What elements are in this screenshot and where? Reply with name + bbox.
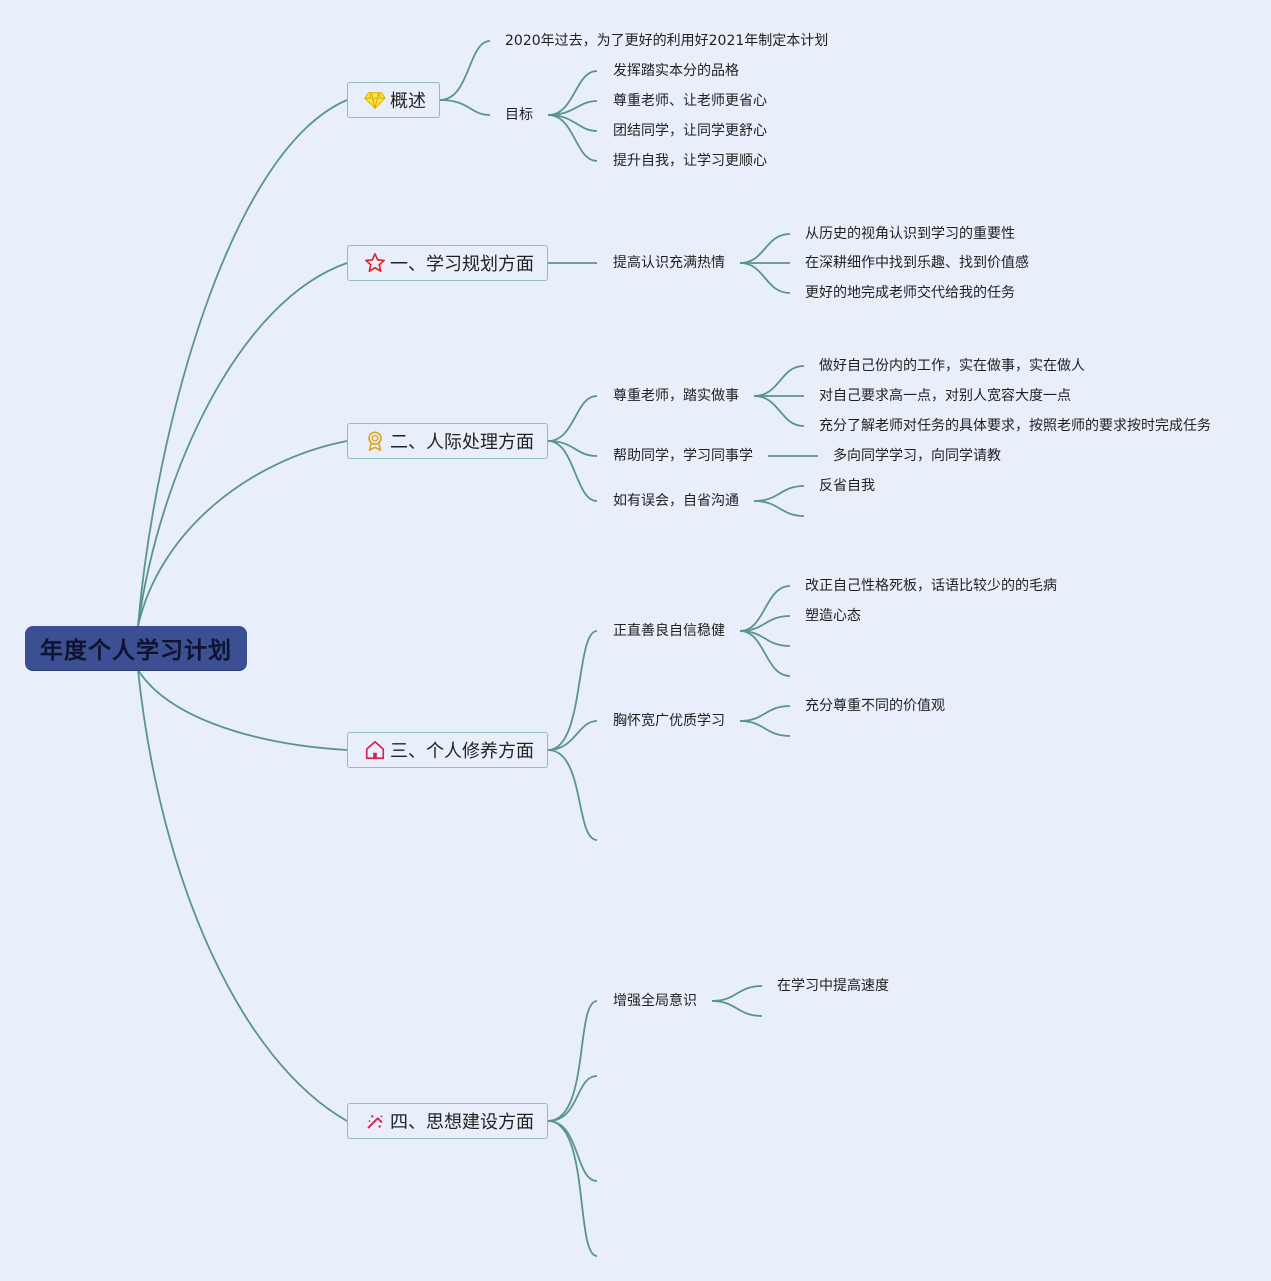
root-topic[interactable]: 年度个人学习计划 (25, 626, 247, 670)
star-icon (362, 250, 388, 276)
leaf-item[interactable]: 在深耕细作中找到乐趣、找到价值感 (805, 255, 1029, 271)
subtopic[interactable]: 尊重老师，踏实做事 (613, 388, 739, 404)
subtopic[interactable]: 增强全局意识 (613, 993, 697, 1009)
goal-item[interactable]: 团结同学，让同学更舒心 (613, 123, 767, 139)
diamond-icon (362, 87, 388, 113)
topic-overview-label: 概述 (390, 91, 426, 112)
topic-ideology[interactable]: 四、思想建设方面 (347, 1103, 548, 1139)
leaf-item[interactable]: 改正自己性格死板，话语比较少的的毛病 (805, 578, 1057, 594)
magic-wand-icon (362, 1108, 388, 1134)
topic-interpersonal[interactable]: 二、人际处理方面 (347, 423, 548, 459)
topic-study-planning[interactable]: 一、学习规划方面 (347, 245, 548, 281)
overview-intro[interactable]: 2020年过去，为了更好的利用好2021年制定本计划 (505, 33, 829, 49)
topic-self-cultivation-label: 三、个人修养方面 (390, 741, 534, 762)
goal-item[interactable]: 发挥踏实本分的品格 (613, 63, 739, 79)
goal-item[interactable]: 尊重老师、让老师更省心 (613, 93, 767, 109)
leaf-item[interactable]: 塑造心态 (805, 608, 861, 624)
leaf-item[interactable]: 更好的地完成老师交代给我的任务 (805, 285, 1015, 301)
leaf-item[interactable]: 从历史的视角认识到学习的重要性 (805, 226, 1015, 242)
subtopic[interactable]: 正直善良自信稳健 (613, 623, 725, 639)
subtopic[interactable]: 提高认识充满热情 (613, 255, 725, 271)
topic-overview[interactable]: 概述 (347, 82, 440, 118)
topic-ideology-label: 四、思想建设方面 (390, 1112, 534, 1133)
leaf-item[interactable]: 充分尊重不同的价值观 (805, 698, 945, 714)
goal-node[interactable]: 目标 (505, 107, 533, 123)
leaf-item[interactable]: 充分了解老师对任务的具体要求，按照老师的要求按时完成任务 (819, 418, 1211, 434)
topic-interpersonal-label: 二、人际处理方面 (390, 432, 534, 453)
leaf-item[interactable]: 在学习中提高速度 (777, 978, 889, 994)
subtopic[interactable]: 帮助同学，学习同事学 (613, 448, 753, 464)
topic-study-planning-label: 一、学习规划方面 (390, 254, 534, 275)
leaf-item[interactable]: 多向同学学习，向同学请教 (833, 448, 1001, 464)
subtopic[interactable]: 如有误会，自省沟通 (613, 493, 739, 509)
leaf-item[interactable]: 反省自我 (819, 478, 875, 494)
subtopic[interactable]: 胸怀宽广优质学习 (613, 713, 725, 729)
topic-self-cultivation[interactable]: 三、个人修养方面 (347, 732, 548, 768)
goal-item[interactable]: 提升自我，让学习更顺心 (613, 153, 767, 169)
leaf-item[interactable]: 对自己要求高一点，对别人宽容大度一点 (819, 388, 1071, 404)
award-icon (362, 428, 388, 454)
home-icon (362, 737, 388, 763)
leaf-item[interactable]: 做好自己份内的工作，实在做事，实在做人 (819, 358, 1085, 374)
